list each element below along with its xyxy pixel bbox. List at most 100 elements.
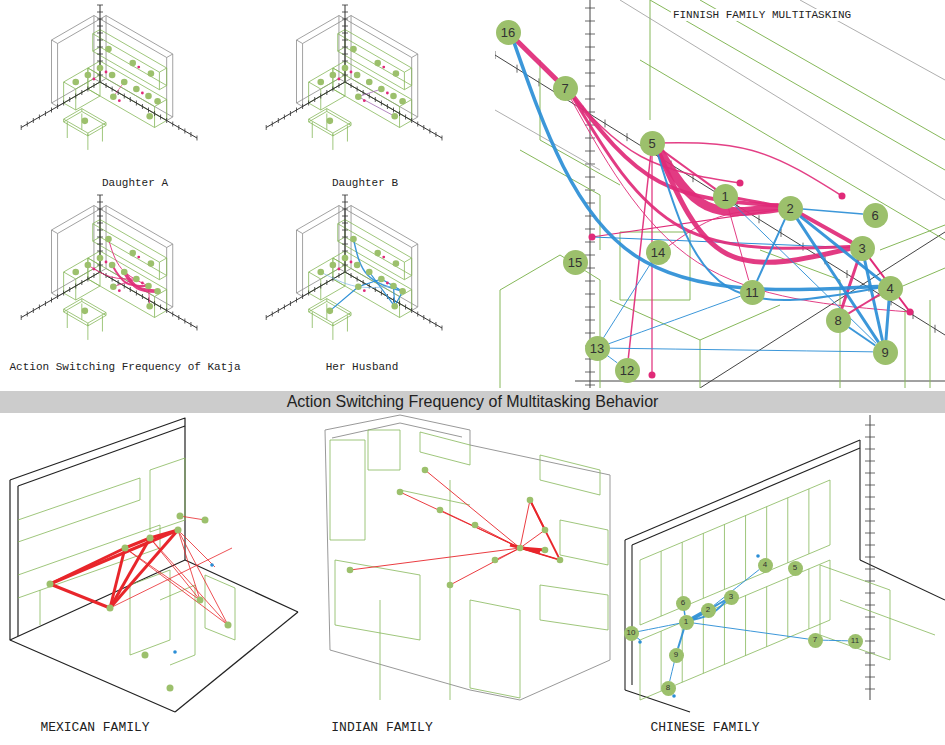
cabinet-edge bbox=[640, 640, 641, 700]
axis-tick bbox=[45, 111, 46, 116]
switch-line bbox=[110, 538, 150, 608]
wireframe-edge bbox=[100, 209, 167, 248]
axis-tick bbox=[342, 19, 348, 20]
task-dot bbox=[82, 118, 89, 125]
wireframe-edge bbox=[100, 19, 167, 58]
axis-tick bbox=[417, 122, 418, 127]
axis-tick bbox=[97, 75, 103, 76]
axis-tick bbox=[69, 287, 70, 292]
axis-tick bbox=[585, 320, 595, 321]
node-number: 9 bbox=[881, 346, 888, 359]
node-number: 5 bbox=[648, 137, 655, 150]
wireframe-edge bbox=[321, 286, 345, 300]
table-leg bbox=[312, 122, 313, 138]
axis-tick bbox=[585, 151, 595, 152]
number-circle: 11 bbox=[740, 280, 765, 305]
node-number: 4 bbox=[763, 561, 767, 569]
axis-tick bbox=[142, 104, 143, 109]
axis-tick bbox=[178, 315, 179, 320]
wireframe-edge bbox=[335, 560, 420, 640]
switch-link bbox=[757, 219, 785, 280]
axis-tick bbox=[405, 115, 406, 120]
switch-link bbox=[609, 296, 740, 344]
switch-link bbox=[604, 263, 652, 338]
axis-tick bbox=[441, 136, 442, 141]
wireframe-edge bbox=[88, 279, 100, 286]
axis-tick bbox=[81, 280, 82, 285]
node-number: 8 bbox=[834, 314, 841, 327]
switch-line bbox=[440, 510, 520, 548]
wireframe-edge bbox=[167, 244, 173, 248]
task-dot bbox=[154, 288, 161, 295]
wireframe-edge bbox=[404, 86, 411, 90]
wireframe-edge bbox=[75, 279, 76, 300]
switch-line bbox=[125, 548, 228, 625]
wireframe-edge bbox=[297, 293, 303, 297]
wireframe-edge bbox=[18, 525, 160, 598]
wireframe-edge bbox=[309, 293, 321, 300]
switch-line bbox=[530, 500, 560, 560]
switch-line bbox=[495, 548, 520, 560]
switch-link bbox=[693, 602, 725, 620]
wireframe-edge bbox=[93, 47, 100, 51]
axis-tick bbox=[154, 301, 155, 306]
switch-dot bbox=[141, 92, 144, 95]
axis-tick bbox=[63, 101, 64, 106]
axis-tick bbox=[865, 617, 875, 618]
cabinet-edge bbox=[840, 600, 935, 635]
wireframe-edge bbox=[337, 224, 338, 242]
number-circle: 10 bbox=[624, 626, 639, 641]
wireframe-edge bbox=[297, 230, 303, 234]
axis-tick bbox=[278, 118, 279, 123]
switch-dot bbox=[382, 256, 385, 259]
task-dot bbox=[527, 497, 534, 504]
axis-tick bbox=[865, 485, 875, 486]
wireframe-edge bbox=[159, 262, 160, 280]
wireframe-edge bbox=[333, 313, 351, 324]
number-circle: 12 bbox=[615, 358, 640, 383]
switch-dot bbox=[737, 180, 744, 187]
switch-dot bbox=[105, 71, 108, 74]
wireframe-edge bbox=[411, 290, 412, 311]
number-circle: 13 bbox=[585, 336, 610, 361]
axis-tick bbox=[375, 97, 376, 102]
switch-dot bbox=[141, 282, 144, 285]
task-dot bbox=[146, 113, 153, 120]
wireframe-edge bbox=[88, 313, 106, 324]
task-dot bbox=[391, 113, 398, 120]
axis-tick bbox=[97, 33, 103, 34]
axis-tick bbox=[423, 125, 424, 130]
axis-tick bbox=[605, 119, 606, 127]
kitchen-view bbox=[266, 5, 442, 150]
table-leg bbox=[67, 122, 68, 138]
wireframe-edge bbox=[345, 269, 351, 273]
wireframe-edge bbox=[150, 458, 185, 532]
number-circle: 6 bbox=[676, 596, 691, 611]
wireframe-edge bbox=[93, 224, 160, 263]
axis-tick bbox=[865, 461, 875, 462]
table-leg bbox=[87, 134, 88, 150]
wireframe-edge bbox=[351, 123, 352, 126]
number-circle: 1 bbox=[679, 615, 694, 630]
task-dot bbox=[355, 93, 362, 100]
number-circle: 2 bbox=[701, 603, 716, 618]
cabinet-edge bbox=[724, 524, 725, 589]
axis-tick bbox=[357, 277, 358, 282]
wireframe-edge bbox=[106, 123, 107, 126]
wireframe-edge bbox=[100, 79, 106, 83]
axis-tick bbox=[865, 641, 875, 642]
wireframe-edge bbox=[540, 60, 620, 185]
wireframe-edge bbox=[345, 209, 412, 248]
axis-tick bbox=[865, 437, 875, 438]
task-dot bbox=[97, 255, 104, 262]
axis-tick bbox=[160, 305, 161, 310]
wireframe-edge bbox=[205, 575, 235, 640]
axis-tick bbox=[97, 12, 103, 13]
axis-tick bbox=[266, 315, 267, 320]
switch-dot bbox=[350, 71, 353, 74]
wireframe-edge bbox=[93, 34, 160, 72]
wireframe-edge bbox=[297, 16, 339, 41]
wireframe-edge bbox=[297, 103, 303, 107]
wireframe-edge bbox=[338, 237, 345, 241]
task-dot bbox=[437, 507, 444, 514]
